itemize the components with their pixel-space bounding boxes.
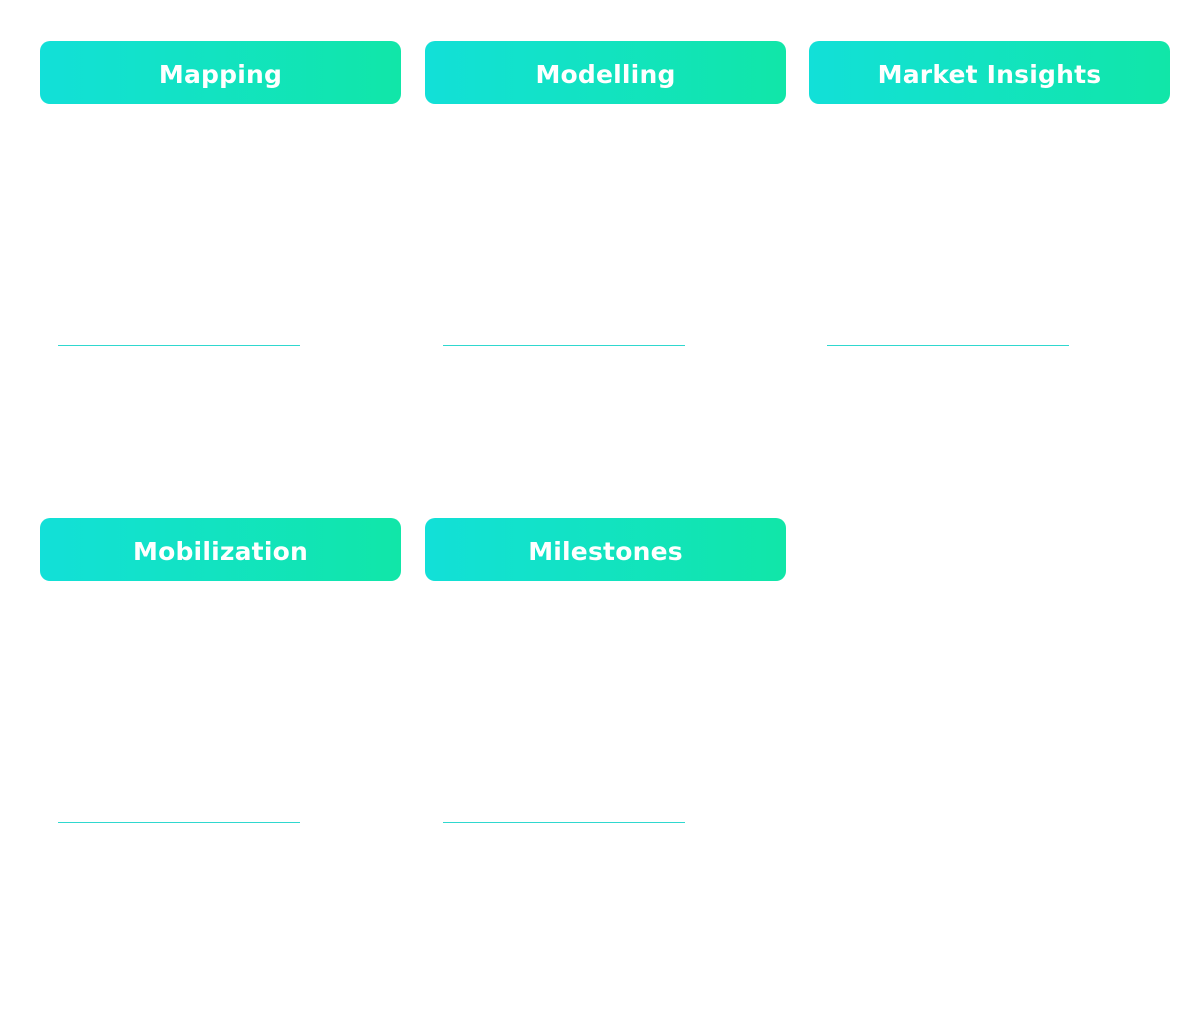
card-market-insights: Market Insights xyxy=(809,41,1170,346)
mapping-title: Mapping xyxy=(158,60,283,89)
modelling-header-button[interactable]: Modelling xyxy=(425,41,786,104)
card-mapping: Mapping xyxy=(40,41,401,346)
milestones-divider xyxy=(443,822,685,823)
modelling-title: Modelling xyxy=(535,60,676,89)
mobilization-header-button[interactable]: Mobilization xyxy=(40,518,401,581)
mobilization-title: Mobilization xyxy=(133,537,308,566)
card-mobilization: Mobilization xyxy=(40,518,401,823)
card-milestones: Milestones xyxy=(425,518,786,823)
market-insights-divider xyxy=(827,345,1069,346)
card-modelling: Modelling xyxy=(425,41,786,346)
mapping-divider xyxy=(58,345,300,346)
milestones-title: Milestones xyxy=(528,537,683,566)
milestones-header-button[interactable]: Milestones xyxy=(425,518,786,581)
mapping-header-button[interactable]: Mapping xyxy=(40,41,401,104)
market-insights-title: Market Insights xyxy=(877,60,1102,89)
market-insights-header-button[interactable]: Market Insights xyxy=(809,41,1170,104)
modelling-divider xyxy=(443,345,685,346)
mobilization-divider xyxy=(58,822,300,823)
